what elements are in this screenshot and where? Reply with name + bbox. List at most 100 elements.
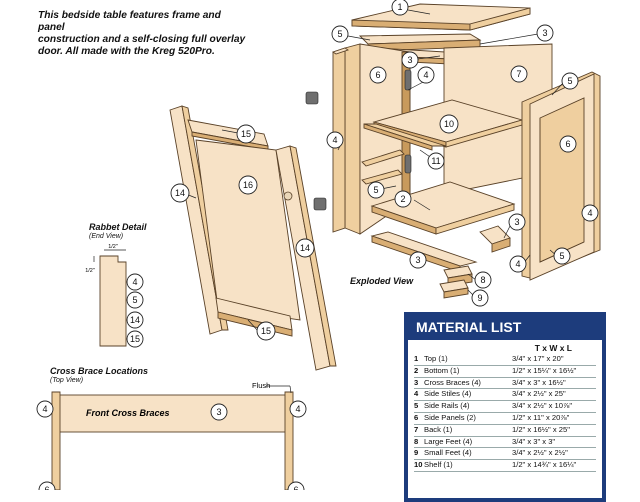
cb-callout-6-left: 6	[38, 481, 56, 490]
svg-text:9: 9	[477, 293, 482, 303]
row-size: 3/4" x 3" x 3"	[512, 436, 556, 446]
svg-text:5: 5	[132, 295, 137, 305]
row-number: 6	[414, 412, 419, 422]
rabbet-callout-4: 4	[126, 273, 144, 291]
svg-text:1/2": 1/2"	[85, 268, 95, 274]
svg-text:8: 8	[480, 275, 485, 285]
svg-text:16: 16	[243, 180, 253, 190]
row-size: 1/2" x 11" x 20⅞"	[512, 412, 570, 422]
hinge-icons	[305, 91, 327, 211]
svg-text:3: 3	[514, 217, 519, 227]
callout-3-b: 3	[401, 51, 419, 69]
material-list-row: 4 Side Stiles (4) 3/4" x 2½" x 25"	[414, 389, 596, 402]
svg-text:Flush: Flush	[252, 381, 270, 390]
row-size: 1/2" x 14¾" x 16¼"	[512, 460, 577, 470]
svg-text:1/2": 1/2"	[108, 244, 118, 250]
svg-text:3: 3	[216, 407, 221, 417]
callout-4-c: 4	[581, 204, 599, 222]
rabbet-callout-5: 5	[126, 291, 144, 309]
callout-15-a: 15	[236, 124, 256, 144]
row-number: 1	[414, 354, 419, 363]
intro-text: This bedside table features frame and pa…	[38, 10, 248, 58]
callout-4-d: 4	[509, 255, 527, 273]
callout-15-b: 15	[256, 321, 276, 341]
callout-6-b: 6	[559, 135, 577, 153]
row-part: Side Panels (2)	[424, 412, 476, 422]
svg-text:6: 6	[44, 485, 49, 490]
row-size: 3/4" x 2½" x 10⅞"	[512, 401, 573, 411]
intro-line-2: construction and a self-closing full ove…	[38, 34, 246, 45]
row-part: Side Stiles (4)	[424, 389, 472, 399]
callout-3-a: 3	[536, 24, 554, 42]
cb-callout-4-left: 4	[36, 400, 54, 418]
svg-text:4: 4	[423, 70, 428, 80]
row-number: 3	[414, 377, 419, 387]
svg-text:3: 3	[415, 255, 420, 265]
callout-5-a: 5	[331, 25, 349, 43]
callout-16: 16	[238, 175, 258, 195]
material-list-row: 2 Bottom (1) 1/2" x 15¼" x 16½"	[414, 366, 596, 378]
row-size: 1/2" x 15¼" x 16½"	[512, 365, 577, 375]
callout-3-c: 3	[508, 213, 526, 231]
row-size: 1/2" x 16½" x 25"	[512, 424, 570, 434]
callout-5-c: 5	[367, 181, 385, 199]
svg-text:Front Cross Braces: Front Cross Braces	[86, 408, 170, 418]
cross-brace-subtitle: (Top View)	[50, 377, 84, 384]
svg-text:4: 4	[332, 135, 337, 145]
callout-10: 10	[439, 114, 459, 134]
rabbet-detail-drawing: 1/2" 1/2"	[85, 244, 127, 347]
callout-4-a: 4	[417, 66, 435, 84]
svg-text:3: 3	[542, 28, 547, 38]
svg-text:5: 5	[337, 29, 342, 39]
row-size: 3/4" x 17" x 20"	[512, 354, 564, 363]
svg-text:15: 15	[130, 334, 140, 344]
svg-text:14: 14	[130, 315, 140, 325]
svg-text:11: 11	[431, 156, 440, 166]
callout-4-b: 4	[326, 131, 344, 149]
row-size: 3/4" x 2½" x 25"	[512, 389, 566, 399]
row-number: 2	[414, 365, 419, 375]
svg-text:6: 6	[565, 139, 570, 149]
row-part: Bottom (1)	[424, 365, 460, 375]
callout-11: 11	[427, 152, 445, 170]
material-list-row: 5 Side Rails (4) 3/4" x 2½" x 10⅞"	[414, 401, 596, 413]
callout-6-a: 6	[369, 66, 387, 84]
row-number: 7	[414, 424, 419, 434]
part-door	[169, 105, 337, 371]
rabbet-detail-title: Rabbet Detail	[89, 222, 147, 232]
cross-brace-title: Cross Brace Locations	[50, 366, 149, 376]
part-base	[370, 225, 511, 299]
row-size: 3/4" x 2½" x 2½"	[512, 448, 568, 458]
row-part: Large Feet (4)	[424, 436, 473, 446]
svg-text:6: 6	[293, 485, 298, 490]
exploded-diagram: .w1 { fill:#f7e2c6; stroke:#5a4228; stro…	[36, 0, 601, 490]
svg-text:6: 6	[375, 70, 380, 80]
cb-callout-3: 3	[210, 403, 228, 421]
svg-text:3: 3	[407, 55, 412, 65]
callout-2: 2	[394, 190, 412, 208]
cb-callout-6-right: 6	[287, 481, 305, 490]
rabbet-detail-subtitle: (End View)	[89, 233, 124, 240]
rabbet-callout-14: 14	[126, 311, 144, 329]
svg-text:1: 1	[397, 2, 402, 12]
svg-text:15: 15	[241, 129, 251, 139]
svg-text:4: 4	[295, 404, 300, 414]
cross-brace-drawing: Flush Front Cross Braces	[51, 381, 294, 490]
part-top	[351, 3, 531, 31]
svg-text:4: 4	[515, 259, 520, 269]
row-number: 8	[414, 436, 419, 446]
material-list-row: 8 Large Feet (4) 3/4" x 3" x 3"	[414, 437, 596, 449]
svg-text:14: 14	[175, 188, 185, 198]
svg-text:2: 2	[400, 194, 405, 204]
row-number: 4	[414, 389, 419, 399]
row-part: Side Rails (4)	[424, 401, 470, 411]
row-part: Cross Braces (4)	[424, 377, 481, 387]
row-number: 5	[414, 401, 419, 411]
